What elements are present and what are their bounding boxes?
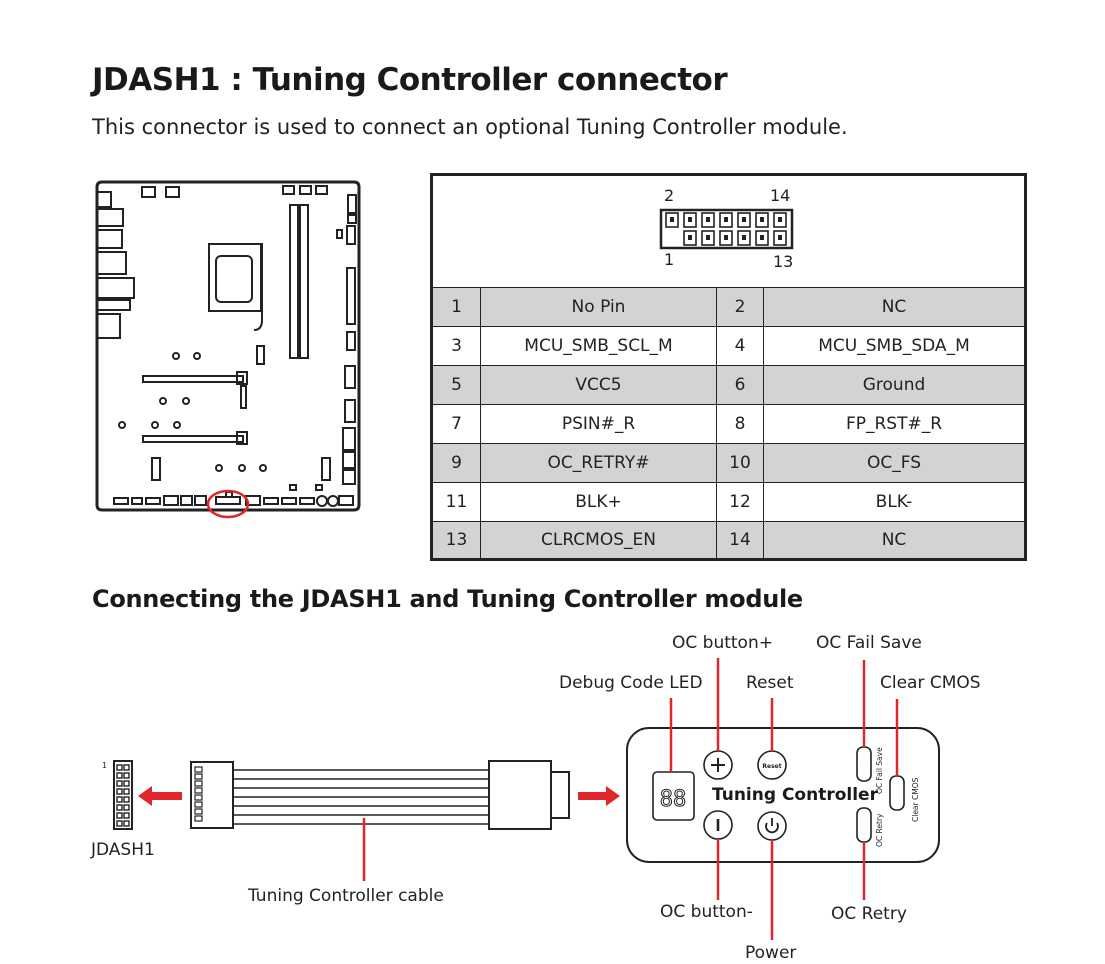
callout-oc-retry: OC Retry: [831, 904, 907, 924]
callout-power: Power: [745, 943, 797, 963]
callout-reset: Reset: [746, 673, 794, 693]
power-button: [757, 811, 787, 841]
pin-number: 2: [717, 288, 764, 326]
table-row: 1 No Pin 2 NC: [433, 287, 1024, 326]
callout-clear-cmos: Clear CMOS: [880, 673, 981, 693]
pin-signal: CLRCMOS_EN: [481, 522, 717, 558]
pin-number: 3: [433, 327, 481, 365]
power-icon: [765, 822, 779, 834]
arrow-left-icon: [138, 786, 182, 806]
pin-number: 7: [433, 405, 481, 443]
pin-number: 1: [433, 288, 481, 326]
pin-signal: MCU_SMB_SDA_M: [818, 336, 970, 356]
callout-oc-button-plus: OC button+: [672, 633, 773, 653]
pin-signal: BLK-: [875, 492, 913, 512]
callout-oc-button-minus: OC button-: [660, 902, 753, 922]
connector-pin-mark: 1: [102, 761, 108, 770]
oc-plus-button: [703, 750, 733, 780]
jdash1-header-graphic: [113, 760, 133, 830]
pin-label-bottom-right: 13: [773, 252, 794, 271]
debug-digits: 88: [660, 787, 687, 812]
jdash1-highlight-circle: [206, 489, 250, 519]
table-row: 3 MCU_SMB_SCL_M 4 MCU_SMB_SDA_M: [433, 326, 1024, 365]
header-connector-diagram: [659, 208, 794, 250]
module-name: Tuning Controller: [712, 785, 878, 805]
pin-number: 9: [433, 444, 481, 482]
table-row: 13 CLRCMOS_EN 14 NC: [433, 521, 1024, 558]
pin-signal: NC: [881, 530, 907, 550]
pin-table-header: 2 14 1 13: [433, 176, 1024, 287]
pin-number: 6: [717, 366, 764, 404]
pin-label-bottom-left: 1: [664, 250, 675, 269]
pin-number: 13: [433, 522, 481, 558]
pin-signal: PSIN#_R: [481, 405, 717, 443]
arrow-right-icon: [578, 786, 620, 806]
page-title: JDASH1 : Tuning Controller connector: [92, 62, 728, 98]
section-subtitle: Connecting the JDASH1 and Tuning Control…: [92, 585, 803, 613]
pin-number: 12: [717, 483, 764, 521]
table-row: 7 PSIN#_R 8 FP_RST#_R: [433, 404, 1024, 443]
pin-number: 14: [717, 522, 764, 558]
pin-number: 5: [433, 366, 481, 404]
cable-label: Tuning Controller cable: [248, 886, 444, 906]
pin-signal: No Pin: [481, 288, 717, 326]
pin-label-top-left: 2: [664, 186, 675, 205]
table-row: 9 OC_RETRY# 10 OC_FS: [433, 443, 1024, 482]
pin-number: 11: [433, 483, 481, 521]
debug-led-display: [652, 771, 695, 821]
pin-definition-table: 2 14 1 13 1 No Pin 2 NC 3 MCU_SMB_SCL_M …: [430, 173, 1027, 561]
pin-signal: MCU_SMB_SCL_M: [481, 327, 717, 365]
retry-print: OC Retry: [875, 813, 884, 847]
pin-signal: Ground: [862, 375, 926, 395]
pin-label-top-right: 14: [770, 186, 791, 205]
oc-fail-save-switch: [856, 746, 872, 782]
pin-signal: OC_RETRY#: [481, 444, 717, 482]
pin-number: 4: [717, 327, 764, 365]
table-row: 11 BLK+ 12 BLK-: [433, 482, 1024, 521]
pin-signal: OC_FS: [866, 453, 922, 473]
oc-minus-button: [703, 810, 733, 840]
oc-retry-switch: [856, 807, 872, 843]
page-description: This connector is used to connect an opt…: [92, 115, 848, 139]
pin-signal: FP_RST#_R: [845, 414, 943, 434]
pin-signal: NC: [881, 297, 907, 317]
callout-oc-fail-save: OC Fail Save: [816, 633, 922, 653]
reset-button: [757, 750, 787, 780]
connector-label: JDASH1: [91, 840, 155, 860]
pin-signal: BLK+: [481, 483, 717, 521]
callout-debug-code-led: Debug Code LED: [559, 673, 703, 693]
reset-button-label: Reset: [762, 763, 781, 770]
clear-cmos-switch: [889, 775, 905, 811]
table-row: 5 VCC5 6 Ground: [433, 365, 1024, 404]
clear-cmos-print: Clear CMOS: [911, 777, 920, 822]
pin-number: 10: [717, 444, 764, 482]
pin-number: 8: [717, 405, 764, 443]
pin-signal: VCC5: [481, 366, 717, 404]
